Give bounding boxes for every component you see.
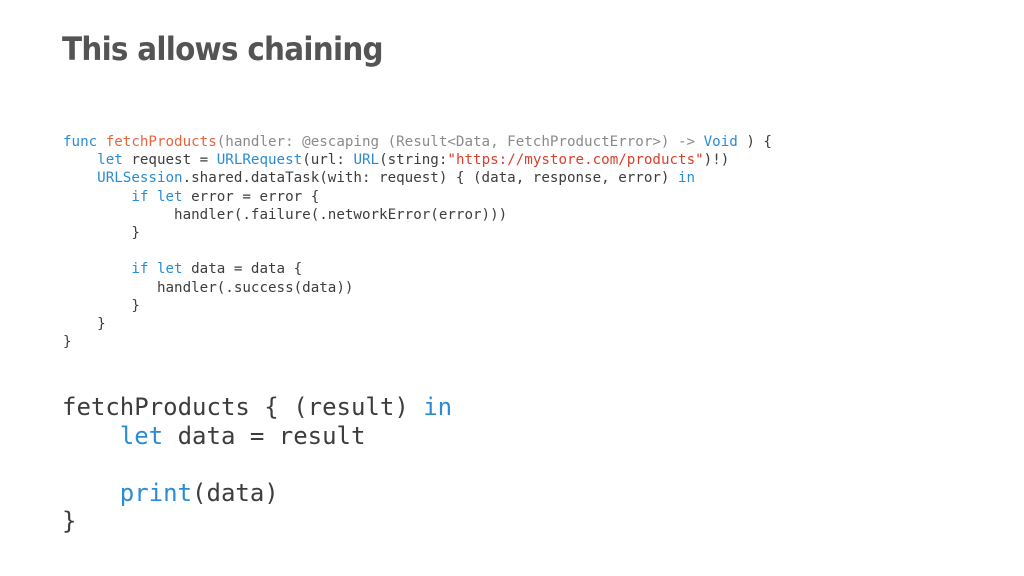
code-token-plain (62, 422, 120, 450)
code-token-kw: func (63, 134, 98, 150)
code-token-plain: } (63, 334, 72, 351)
code-line: } (63, 297, 772, 315)
code-token-plain: (data) (192, 478, 279, 507)
code-token-plain (63, 189, 131, 205)
code-block-usage: fetchProducts { (result) in let data = r… (62, 393, 452, 536)
code-token-plain: )!) (703, 152, 730, 169)
slide-title: This allows chaining (62, 30, 384, 68)
code-line: fetchProducts { (result) in (62, 393, 452, 422)
code-line: handler(.success(data)) (63, 279, 772, 297)
code-token-ty: URLRequest (216, 152, 303, 169)
code-token-plain: (string: (379, 152, 448, 169)
code-token-kw: in (423, 393, 453, 421)
code-token-plain: ) { (737, 134, 772, 150)
code-token-plain (63, 152, 97, 168)
code-token-fn: fetchProducts (105, 134, 217, 150)
code-token-plain: } (63, 315, 106, 332)
code-line (63, 242, 772, 260)
code-line: } (62, 507, 452, 536)
code-token-kw: if let (131, 261, 183, 278)
code-line: } (63, 333, 772, 351)
code-line: let request = URLRequest(url: URL(string… (63, 151, 772, 169)
code-token-kw: in (678, 170, 696, 187)
code-token-plain: } (63, 297, 140, 314)
code-token-plain: .shared.dataTask(with: request) { (data,… (182, 170, 679, 187)
code-token-kw: print (119, 478, 193, 507)
code-line: handler(.failure(.networkError(error))) (63, 206, 772, 224)
code-token-plain: request = (122, 152, 217, 169)
code-token-kw: let (119, 421, 164, 450)
code-token-param: (handler: @escaping (Result<Data, FetchP… (216, 134, 704, 150)
code-line (62, 450, 452, 479)
code-line: func fetchProducts(handler: @escaping (R… (63, 133, 772, 151)
code-token-plain: error = error { (182, 188, 320, 205)
code-line: URLSession.shared.dataTask(with: request… (63, 169, 772, 187)
code-token-plain: fetchProducts { (result) (62, 393, 424, 421)
code-token-plain: } (62, 507, 77, 536)
code-token-plain: handler(.failure(.networkError(error))) (63, 206, 508, 223)
code-token-plain (63, 170, 97, 186)
code-token-kw: let (97, 152, 123, 169)
code-token-plain (97, 134, 106, 150)
code-line: print(data) (62, 479, 452, 508)
code-line: if let data = data { (63, 260, 772, 278)
code-token-ty: URL (353, 152, 380, 169)
code-block-definition: func fetchProducts(handler: @escaping (R… (63, 133, 772, 351)
code-token-kw: if let (131, 188, 183, 205)
code-token-ty: Void (703, 134, 738, 150)
code-line: } (63, 224, 772, 242)
code-token-plain: data = result (163, 421, 366, 450)
code-token-plain: } (63, 224, 140, 241)
code-token-plain: (url: (302, 152, 354, 169)
code-line: } (63, 315, 772, 333)
code-token-ty: URLSession (97, 170, 183, 187)
code-line: if let error = error { (63, 188, 772, 206)
code-token-plain (62, 479, 120, 507)
code-token-plain: data = data { (182, 261, 303, 278)
code-token-plain: handler(.success(data)) (63, 279, 354, 296)
code-token-plain (63, 261, 131, 277)
code-line: let data = result (62, 422, 452, 451)
code-token-str: "https://mystore.com/products" (447, 152, 704, 169)
